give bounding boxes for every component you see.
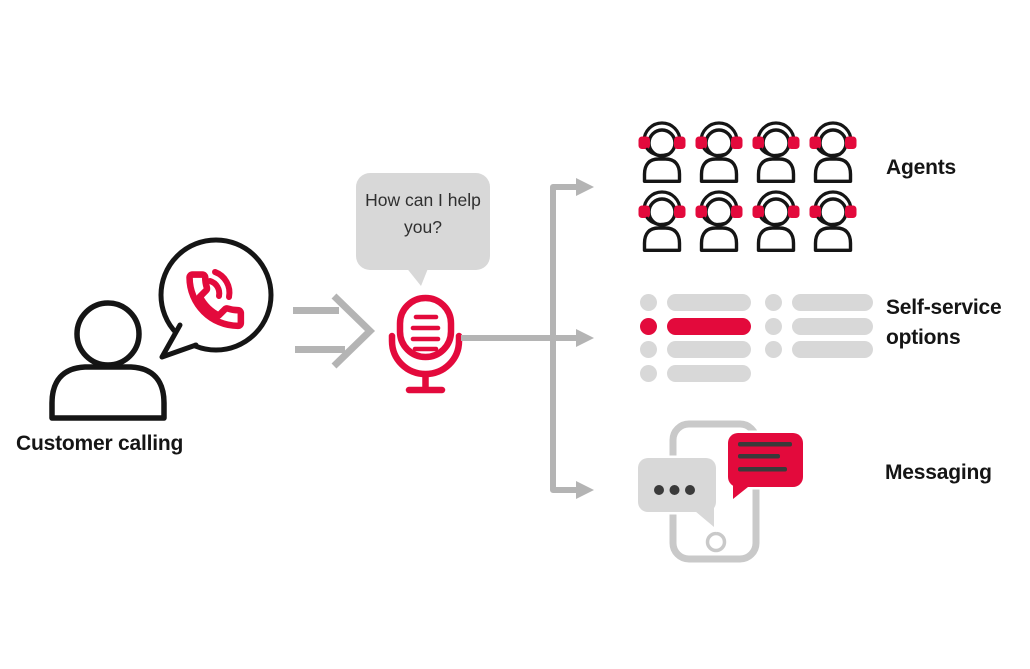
person-icon (49, 300, 167, 421)
signal-waves-icon (207, 269, 233, 300)
assistant-bubble-icon (356, 173, 490, 286)
agent-icon (695, 190, 743, 252)
agent-icon (638, 190, 686, 252)
mic-boom-icon (759, 147, 784, 157)
messaging-label: Messaging (885, 461, 992, 484)
headset-earpad-icon (788, 205, 800, 218)
headset-earpad-icon (752, 205, 764, 218)
self-service-left-col (640, 294, 751, 382)
typing-dots-icon (654, 485, 695, 495)
option-bar-icon (667, 294, 751, 311)
headset-earpad-icon (752, 136, 764, 149)
mic-boom-icon (816, 216, 841, 226)
agents-label: Agents (886, 156, 956, 179)
agent-icon (752, 190, 800, 252)
assistant-bubble-text: How can I help you? (365, 190, 481, 237)
mic-boom-icon (816, 147, 841, 157)
self-service-row-icon (765, 317, 873, 335)
headset-earpad-icon (638, 205, 650, 218)
message-bubble-icon (725, 430, 806, 505)
bullet-dot-icon (640, 294, 657, 311)
arrowhead-icon (576, 329, 594, 347)
mic-boom-icon (702, 216, 727, 226)
self-service-options-label: Self-service options (886, 296, 1002, 349)
self-service-row-icon (640, 364, 751, 382)
branch-arrows-icon (461, 178, 594, 499)
phone-handset-icon (186, 271, 245, 330)
option-bar-icon (667, 341, 751, 358)
message-lines-icon (738, 442, 792, 472)
agent-icon (809, 121, 857, 183)
arrowhead-icon (576, 481, 594, 499)
headset-earpad-icon (674, 136, 686, 149)
bullet-dot-icon (640, 317, 657, 335)
customer-calling-label: Customer calling (16, 432, 184, 455)
microphone-icon (388, 294, 463, 394)
arrowhead-icon (576, 178, 594, 196)
self-service-row-icon (765, 294, 873, 311)
option-bar-icon (792, 341, 873, 358)
self-service-row-icon (640, 341, 751, 358)
bullet-dot-icon (765, 294, 782, 311)
headset-earpad-icon (731, 136, 743, 149)
mic-boom-icon (702, 147, 727, 157)
option-bar-icon (792, 317, 873, 335)
option-bar-icon (667, 317, 751, 335)
bullet-dot-icon (640, 341, 657, 358)
agent-icon (809, 190, 857, 252)
typing-bubble-icon (635, 455, 719, 533)
headset-earpad-icon (674, 205, 686, 218)
headset-earpad-icon (638, 136, 650, 149)
option-bar-icon (667, 364, 751, 382)
headset-earpad-icon (695, 136, 707, 149)
speech-bubble-phone-icon (158, 237, 274, 360)
bullet-dot-icon (765, 317, 782, 335)
agent-icon (695, 121, 743, 183)
self-service-right-col (765, 294, 873, 358)
agent-icon (638, 121, 686, 183)
headset-earpad-icon (731, 205, 743, 218)
headset-earpad-icon (845, 136, 857, 149)
self-service-row-icon (765, 341, 873, 358)
agent-icon (752, 121, 800, 183)
headset-earpad-icon (788, 136, 800, 149)
headset-earpad-icon (695, 205, 707, 218)
mic-boom-icon (759, 216, 784, 226)
option-bar-icon (792, 294, 873, 311)
headset-earpad-icon (809, 205, 821, 218)
flow-arrow-icon (293, 293, 376, 369)
mic-boom-icon (645, 147, 670, 157)
mic-boom-icon (645, 216, 670, 226)
bullet-dot-icon (640, 364, 657, 382)
self-service-row-icon (640, 317, 751, 335)
bullet-dot-icon (765, 341, 782, 358)
headset-earpad-icon (809, 136, 821, 149)
self-service-row-icon (640, 294, 751, 311)
headset-earpad-icon (845, 205, 857, 218)
agents-grid (638, 121, 857, 252)
